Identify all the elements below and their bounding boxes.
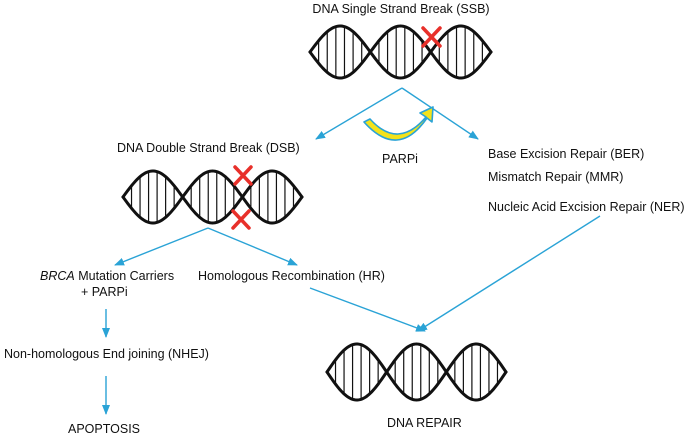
arrow-dsb-apex-right xyxy=(207,227,298,266)
brca-gene-name: BRCA xyxy=(40,269,75,283)
dna-repair-label: DNA REPAIR xyxy=(387,416,462,430)
flow-arrows xyxy=(102,87,601,415)
helix-strand xyxy=(325,342,508,402)
brca-label: BRCA Mutation Carriers xyxy=(40,269,174,284)
helix-strand xyxy=(325,342,508,402)
brca-parpi-label: + PARPi xyxy=(81,285,128,299)
dna-helix-icon-ssb xyxy=(308,24,493,80)
arrow-ner-to-repair xyxy=(417,215,601,332)
arrow-ssb-apex-left xyxy=(315,87,403,140)
dna-helix-icon-dsb xyxy=(121,169,304,225)
helix-strand xyxy=(308,24,493,80)
arrow-hr-to-repair xyxy=(309,287,426,332)
helix-strand xyxy=(308,24,493,80)
apoptosis-label: APOPTOSIS xyxy=(68,422,141,436)
ner-label: Nucleic Acid Excision Repair (NER) xyxy=(488,200,685,214)
helix-strand xyxy=(121,169,304,225)
red-x-icon-dsb-top xyxy=(233,165,253,186)
helix-strand xyxy=(121,169,304,225)
nhej-label: Non-homologous End joining (NHEJ) xyxy=(4,347,209,361)
mmr-label: Mismatch Repair (MMR) xyxy=(488,170,624,184)
arrow-dsb-apex-left xyxy=(114,227,209,266)
red-x-icon-dsb-bottom xyxy=(231,209,251,230)
ssb-label: DNA Single Strand Break (SSB) xyxy=(312,2,490,16)
hr-label: Homologous Recombination (HR) xyxy=(198,269,385,283)
curved-arrow-icon xyxy=(363,106,434,141)
brca-label-rest: Mutation Carriers xyxy=(74,269,175,283)
arrow-ssb-apex-right xyxy=(401,87,479,140)
dna-helix-icon-repair xyxy=(325,342,508,402)
dsb-label: DNA Double Strand Break (DSB) xyxy=(117,141,300,155)
parpi-label: PARPi xyxy=(382,152,418,166)
ber-label: Base Excision Repair (BER) xyxy=(488,147,645,161)
red-x-icon-ssb xyxy=(421,26,442,48)
